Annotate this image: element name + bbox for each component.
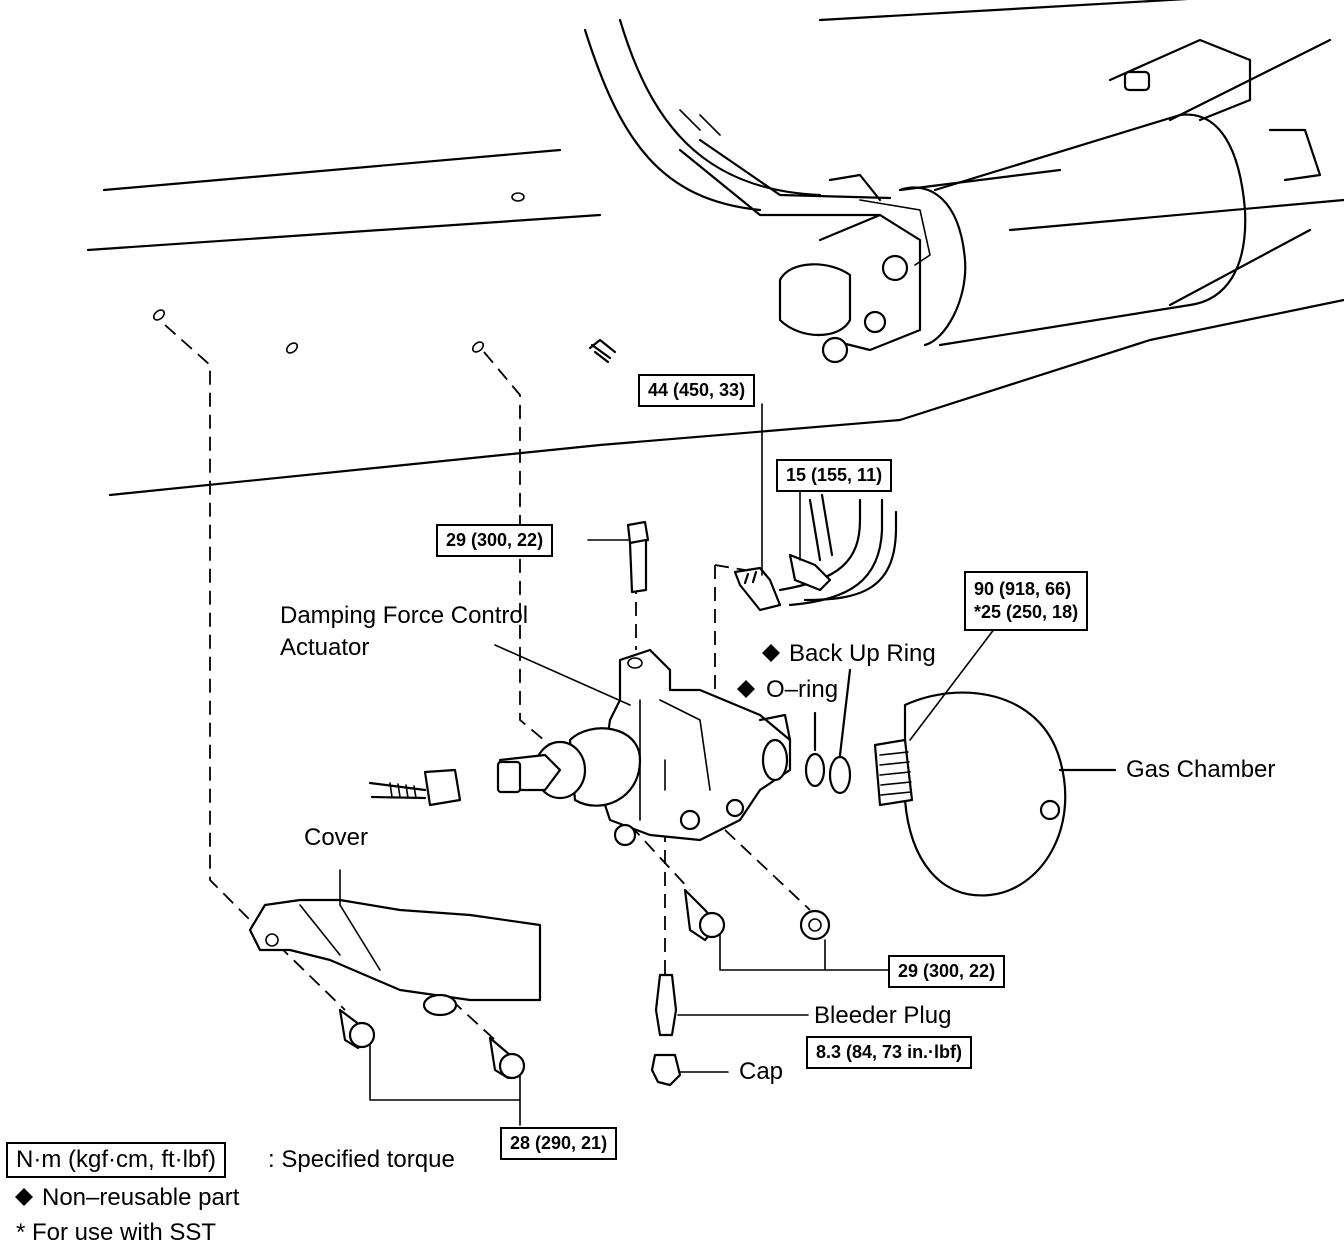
label-gas-chamber: Gas Chamber (1126, 756, 1276, 783)
torque-gas-chamber: 90 (918, 66) *25 (250, 18) (964, 571, 1089, 631)
label-actuator-line1: Damping Force Control (280, 602, 529, 629)
label-o-ring: O–ring (766, 676, 839, 703)
torque-actuator-bolt: 29 (300, 22) (436, 524, 554, 557)
label-actuator-line2: Actuator (280, 634, 370, 661)
label-cap: Cap (739, 1058, 784, 1085)
shock-absorber-body (678, 38, 1332, 364)
label-bleeder-plug: Bleeder Plug (814, 1002, 952, 1029)
vehicle-frame (86, 0, 1344, 497)
leader-lines (339, 403, 996, 1126)
label-back-up-ring: Back Up Ring (789, 640, 936, 667)
frame-studs (152, 309, 617, 364)
legend-unit-desc: : Specified torque (268, 1146, 455, 1173)
hydraulic-pipes (733, 493, 898, 612)
legend-non-reusable: Non–reusable part (42, 1184, 240, 1211)
wire-connector (368, 768, 462, 807)
torque-pipe-upper: 44 (450, 33) (638, 374, 756, 407)
torque-gas-chamber-sst: *25 (250, 18) (974, 601, 1079, 622)
torque-cover-bolts: 28 (290, 21) (500, 1127, 618, 1160)
torque-bleeder-plug: 8.3 (84, 73 in.·lbf) (806, 1036, 973, 1069)
cover-bracket (248, 898, 542, 1017)
torque-mount-bolts: 29 (300, 22) (888, 955, 1006, 988)
torque-gas-chamber-standard: 90 (918, 66) (974, 579, 1072, 599)
fasteners (338, 520, 831, 1087)
seal-rings (804, 668, 852, 795)
legend-sst: * For use with SST (16, 1219, 217, 1246)
damping-force-control-actuator (496, 648, 792, 847)
gas-chamber (873, 691, 1117, 897)
torque-pipe-lower: 15 (155, 11) (776, 459, 893, 492)
legend-unit-box: N·m (kgf·cm, ft·lbf) (6, 1142, 226, 1178)
label-cover: Cover (304, 824, 369, 851)
diamond-icon (15, 644, 780, 1206)
